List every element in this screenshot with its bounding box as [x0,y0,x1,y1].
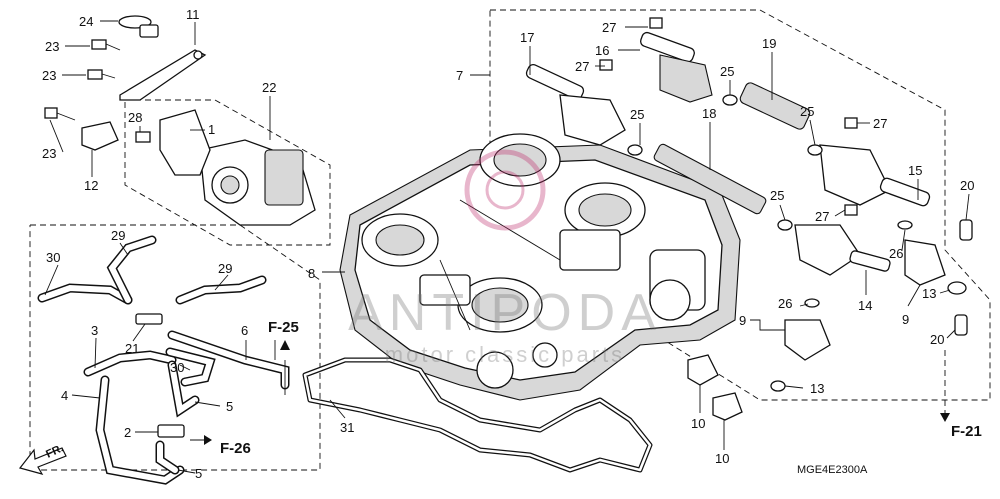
callout-25: 25 [720,64,734,79]
callout-30: 30 [170,360,184,375]
callout-12: 12 [84,178,98,193]
callout-7: 7 [456,68,463,83]
callout-18: 18 [702,106,716,121]
stay-11 [119,49,207,101]
watermark-line2: motor classic parts [385,342,625,367]
group-boundary-throttle-sensor [124,99,331,246]
watermark-line1: ANTIPODA [348,284,662,342]
callout-14: 14 [858,298,872,313]
callout-31: 31 [340,420,354,435]
callout-17: 17 [520,30,534,45]
callout-26: 26 [889,246,903,261]
callout-25: 25 [630,107,644,122]
clip-24 [118,15,159,38]
reference-f25: F-25 [268,319,299,336]
callout-27: 27 [873,116,887,131]
callout-2: 2 [124,425,131,440]
injector-16 [639,31,713,103]
leader-lines [44,20,970,474]
callout-25: 25 [770,188,784,203]
callout-3: 3 [91,323,98,338]
front-direction-arrow: FR. [18,442,67,475]
hoses-group [37,235,950,485]
throttle-body-assembly [339,133,741,401]
reference-f26: F-26 [220,440,251,457]
group-boundary-hoses [29,224,321,471]
callout-23: 23 [45,39,59,54]
arrow-f21 [940,413,950,422]
seals-26 [804,220,913,308]
fuel-pipe-19 [739,82,811,130]
injector-9-upper [904,239,946,286]
injector-17 [525,63,626,146]
clips-20 [954,219,973,336]
callout-10: 10 [691,416,705,431]
injector-9-lower [784,319,831,361]
callout-13: 13 [810,381,824,396]
fuel-pipe-18 [653,143,767,215]
seals-13 [770,281,967,392]
callout-25: 25 [800,104,814,119]
callout-20: 20 [930,332,944,347]
callout-20: 20 [960,178,974,193]
callout-30: 30 [46,250,60,265]
callout-11: 11 [186,7,200,22]
gasket-31 [302,357,653,473]
watermark-logo [464,149,546,231]
callout-27: 27 [602,20,616,35]
bolts-23 [44,39,121,121]
hose-joint-21 [135,313,163,325]
callout-23: 23 [42,68,56,83]
reference-f21: F-21 [951,423,982,440]
callout-5: 5 [195,466,202,481]
injector-14 [794,224,891,276]
o-rings-25 [627,94,823,231]
watermark: ANTIPODA motor classic parts [348,149,662,367]
callout-27: 27 [575,59,589,74]
callout-9: 9 [902,312,909,327]
callout-19: 19 [762,36,776,51]
callout-labels: 24 11 23 23 23 22 28 1 12 7 17 27 27 16 … [42,7,974,481]
throttle-sensor-22 [199,139,316,226]
callout-26: 26 [778,296,792,311]
diagram-code: MGE4E2300A [797,464,868,476]
callout-5: 5 [226,399,233,414]
callout-23: 23 [42,146,56,161]
callout-13: 13 [922,286,936,301]
screw-28 [135,131,151,143]
clamps-10 [687,354,743,421]
callout-27: 27 [815,209,829,224]
arrow-f25 [280,340,290,350]
hose-joint-2 [157,424,185,438]
bracket-1 [159,109,211,176]
callout-28: 28 [128,110,142,125]
callout-29: 29 [111,228,125,243]
callout-10: 10 [715,451,729,466]
callout-8: 8 [308,266,315,281]
callout-6: 6 [241,323,248,338]
callout-29: 29 [218,261,232,276]
callout-4: 4 [61,388,68,403]
callout-22: 22 [262,80,276,95]
arrow-f26 [204,435,212,445]
callout-9: 9 [739,313,746,328]
callout-1: 1 [208,122,215,137]
callout-24: 24 [79,14,93,29]
callout-15: 15 [908,163,922,178]
holder-12 [81,121,119,151]
callout-16: 16 [595,43,609,58]
callout-21: 21 [125,341,139,356]
injector-15 [819,144,931,207]
